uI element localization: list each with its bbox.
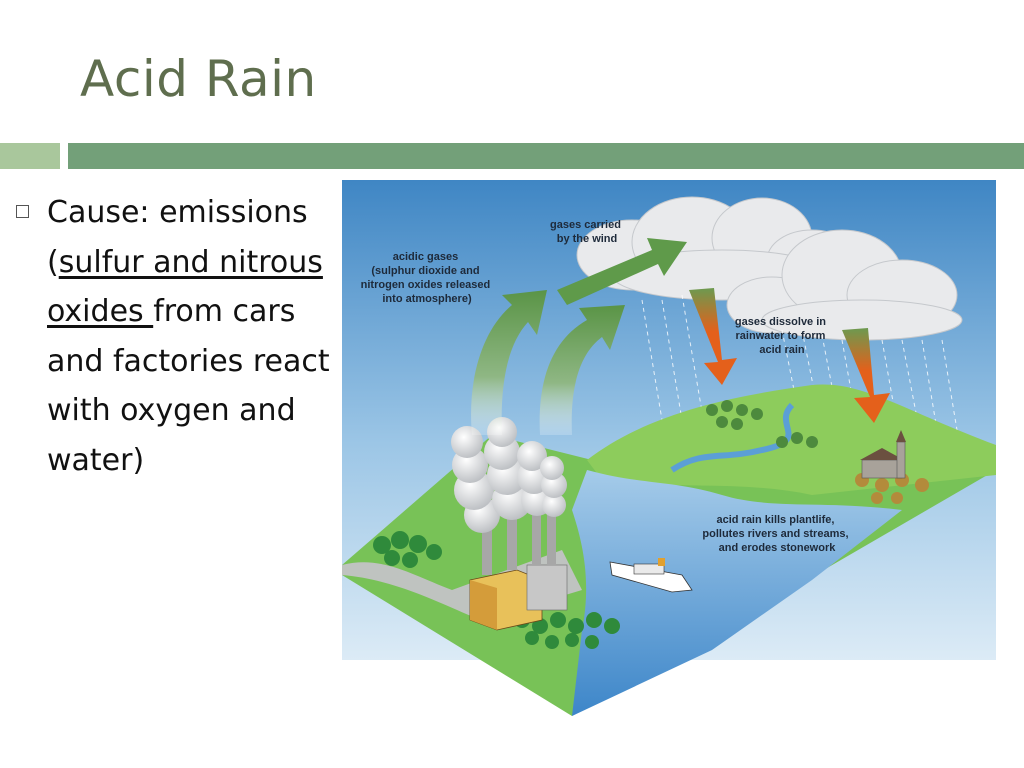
river-water (572, 470, 902, 716)
bullet-lead-text: Cause: emissions ( (47, 195, 308, 280)
cloud-right-icon (726, 229, 963, 341)
trees-autumn (855, 473, 929, 504)
smoke-plumes-icon (451, 417, 567, 533)
village-church-icon (860, 430, 906, 479)
green-arrow-right (539, 305, 625, 435)
label-gases-dissolve: gases dissolve in rainwater to form acid… (735, 316, 829, 356)
bullet-trail-text: from cars and factories react with oxyge… (47, 294, 330, 478)
orange-arrow-right (842, 328, 890, 423)
factory-icon (469, 505, 568, 631)
title-divider-right (68, 143, 1024, 169)
bullet-text: Cause: emissions (sulfur and nitrous oxi… (47, 188, 347, 485)
label-gases-carried: gases carried by the wind (550, 219, 624, 245)
bullet-square-icon (16, 205, 29, 218)
trees-left (373, 531, 442, 568)
trees-hill (706, 400, 818, 448)
label-acid-rain-kills: acid rain kills plantlife, pollutes rive… (702, 514, 851, 554)
title-divider-left (0, 143, 60, 169)
orange-arrow-left (689, 288, 737, 385)
label-acidic-gases: acidic gases (sulphur dioxide and nitrog… (361, 251, 494, 305)
acid-rain-diagram: gases carried by the wind acidic gases (… (342, 180, 996, 716)
ship-icon (609, 558, 693, 593)
slide-title: Acid Rain (80, 50, 317, 108)
river-stream (670, 402, 795, 473)
bullet-underlined-text: sulfur and nitrous oxides (47, 244, 323, 330)
green-arrow-left (471, 290, 547, 435)
green-arrow-wind (557, 238, 687, 305)
